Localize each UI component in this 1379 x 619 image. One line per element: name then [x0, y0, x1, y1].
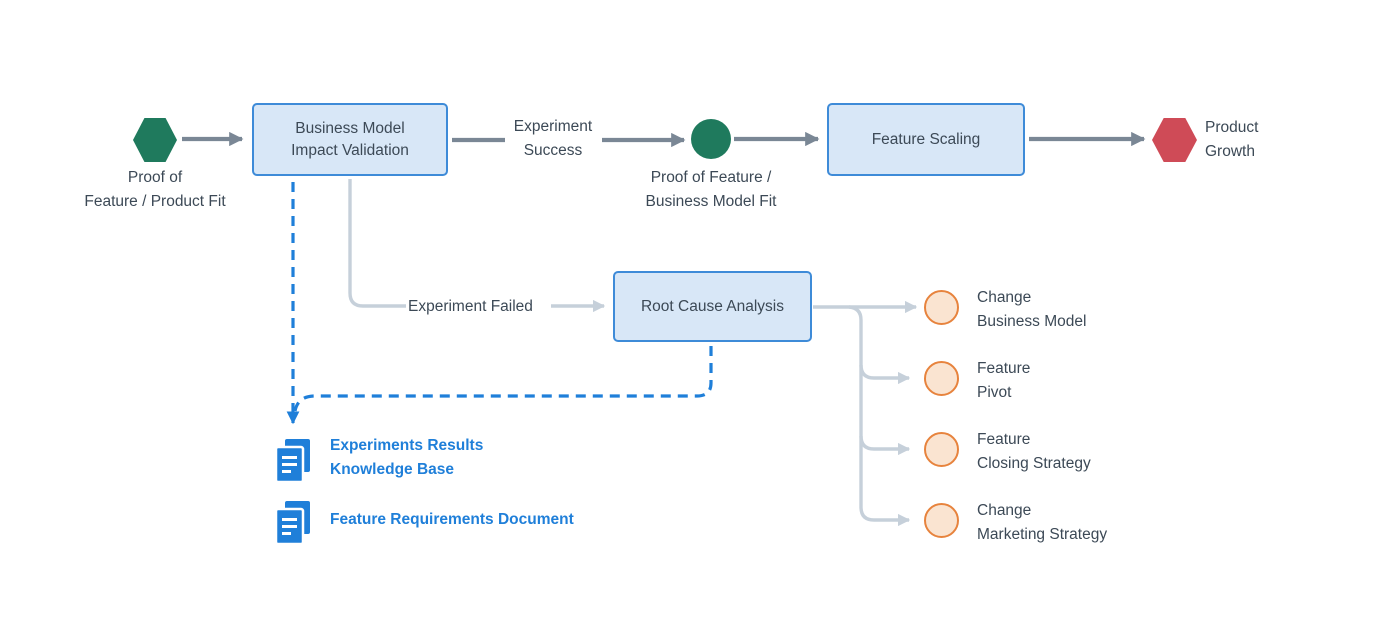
validation-box: Business Model Impact Validation	[252, 103, 448, 176]
start-node-label: Proof of Feature / Product Fit	[84, 169, 226, 210]
document-label-feature-requirements: Feature Requirements Document	[330, 511, 574, 528]
edge-trunk-to-outcome-3	[859, 435, 911, 456]
outcome-circle-change-marketing-strategy	[924, 503, 959, 538]
failed-edge-label: Experiment Failed	[408, 298, 533, 315]
root-cause-box-label: Root Cause Analysis	[640, 297, 785, 315]
success-edge-label: Experiment Success	[513, 118, 593, 159]
outcome-circle-feature-closing-strategy	[924, 432, 959, 467]
outcome-label-feature-pivot: Feature Pivot	[977, 360, 1031, 401]
edge-trunk-to-outcome-4	[859, 506, 911, 527]
dashed-edge-rootcause-to-documents	[293, 346, 713, 412]
scaling-box: Feature Scaling	[827, 103, 1025, 176]
edge-validation-to-failed-label	[348, 179, 406, 308]
document-label-knowledge-base: Experiments Results Knowledge Base	[330, 437, 484, 478]
outcome-circle-feature-pivot	[924, 361, 959, 396]
outcome-label-change-marketing-strategy: Change Marketing Strategy	[977, 502, 1108, 543]
growth-node-label: Product Growth	[1205, 119, 1259, 160]
document-stack-icon	[274, 439, 310, 484]
edge-trunk-to-outcome-2	[859, 364, 911, 385]
outcome-label-feature-closing-strategy: Feature Closing Strategy	[977, 431, 1091, 472]
scaling-box-label: Feature Scaling	[871, 130, 981, 148]
outcome-circle-change-business-model	[924, 290, 959, 325]
branch-trunk	[848, 305, 863, 507]
fit-node-label: Proof of Feature / Business Model Fit	[645, 169, 777, 210]
root-cause-box: Root Cause Analysis	[613, 271, 812, 342]
document-stack-icon	[274, 501, 310, 546]
outcome-label-change-business-model: Change Business Model	[977, 289, 1087, 330]
fit-node-circle	[691, 119, 731, 159]
validation-box-label: Business Model Impact Validation	[291, 119, 409, 159]
